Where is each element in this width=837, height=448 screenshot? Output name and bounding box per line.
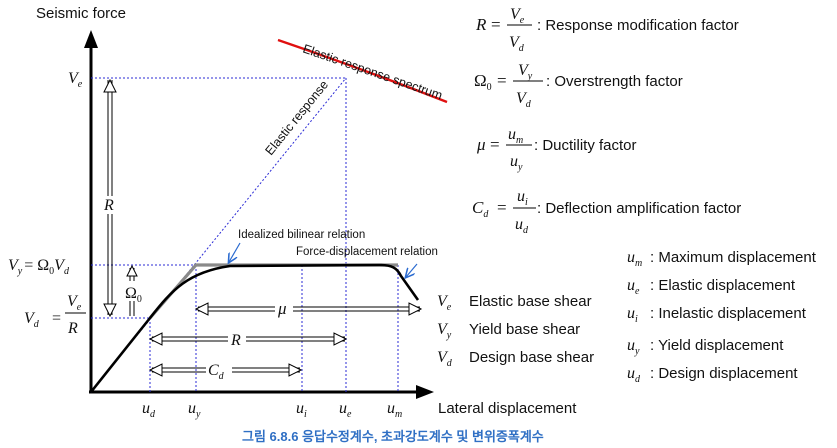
vy-equation: Vy= Ω0Vd <box>8 257 70 277</box>
legend-ue-text: : Elastic displacement <box>650 277 796 294</box>
svg-text:: Overstrength factor: : Overstrength factor <box>546 73 683 90</box>
legend-ve: Ve <box>437 293 452 313</box>
x-tick-uy: uy <box>188 400 201 420</box>
legend-um: um <box>627 249 642 269</box>
vd-equation: Vd = Ve R <box>24 293 86 337</box>
svg-text:Cd: Cd <box>472 198 489 220</box>
legend-ui: ui <box>627 305 638 325</box>
fd-pointer-arrow <box>406 263 418 277</box>
svg-text:Vd: Vd <box>24 310 40 330</box>
force-displacement-curve <box>89 263 420 393</box>
formula-overstrength: Ω0 = Vy Vd : Overstrength factor <box>474 62 683 110</box>
legend-ud: ud <box>627 365 641 385</box>
legend-ue: ue <box>627 277 640 297</box>
svg-text:: Response modification factor: : Response modification factor <box>537 17 739 34</box>
svg-text:Ve: Ve <box>67 293 82 313</box>
svg-text:Ω0: Ω0 <box>474 71 492 93</box>
svg-text:ui: ui <box>517 188 528 208</box>
vertical-r-label: R <box>103 197 114 214</box>
idealized-bilinear-label: Idealized bilinear relation <box>238 229 365 241</box>
svg-text:uy: uy <box>510 153 523 173</box>
legend-vd-text: Design base shear <box>469 349 594 366</box>
x-axis-arrowhead <box>416 385 434 399</box>
svg-text:=: = <box>52 310 61 327</box>
svg-text:=: = <box>497 198 507 217</box>
svg-text:R: R <box>475 15 487 34</box>
legend-uy-text: : Yield displacement <box>650 337 784 354</box>
x-tick-ud: ud <box>142 400 156 420</box>
svg-text:R: R <box>67 320 78 337</box>
svg-text:=: = <box>490 135 500 154</box>
y-axis-title: Seismic force <box>36 5 126 22</box>
svg-text:: Deflection amplification fac: : Deflection amplification factor <box>537 200 741 217</box>
force-displacement-label: Force-displacement relation <box>296 246 438 258</box>
mu-label: μ <box>277 299 287 318</box>
shear-legend: Ve Elastic base shear Vy Yield base shea… <box>437 293 594 369</box>
cd-label: Cd <box>208 362 225 382</box>
svg-text:Vy: Vy <box>518 62 533 82</box>
svg-text:=: = <box>497 71 507 90</box>
elastic-response-label: Elastic response <box>262 78 331 158</box>
legend-ui-text: : Inelastic displacement <box>650 305 807 322</box>
x-axis-title: Lateral displacement <box>438 400 577 417</box>
mu-arrow <box>194 302 423 316</box>
formula-ductility: μ = um uy : Ductility factor <box>476 126 637 173</box>
displacement-legend: um : Maximum displacement ue : Elastic d… <box>627 249 817 385</box>
legend-ve-text: Elastic base shear <box>469 293 592 310</box>
legend-ud-text: : Design displacement <box>650 365 798 382</box>
x-tick-ui: ui <box>296 400 307 420</box>
svg-text:um: um <box>508 126 523 146</box>
svg-text:Vd: Vd <box>509 34 525 54</box>
x-tick-ue: ue <box>339 400 352 420</box>
omega0-label: Ω0 <box>125 285 142 305</box>
idealized-bilinear-curve <box>148 263 398 320</box>
svg-text:ud: ud <box>515 216 529 236</box>
bilinear-pointer-arrow <box>229 242 241 262</box>
r-horizontal-arrow <box>148 332 348 346</box>
svg-text:μ: μ <box>476 135 486 154</box>
formula-deflection-amplification: Cd = ui ud : Deflection amplification fa… <box>472 188 741 236</box>
elastic-response-spectrum-curve <box>277 38 448 104</box>
ve-label: Ve <box>68 70 83 90</box>
legend-vy-text: Yield base shear <box>469 321 580 338</box>
guide-lines <box>90 77 399 393</box>
svg-text:=: = <box>491 15 501 34</box>
y-axis-arrowhead <box>84 30 98 48</box>
legend-vd: Vd <box>437 349 453 369</box>
figure-caption: 그림 6.8.6 응답수정계수, 초과강도계수 및 변위증폭계수 <box>242 429 544 444</box>
svg-text:Ve: Ve <box>510 6 525 26</box>
svg-text:: Ductility factor: : Ductility factor <box>534 137 637 154</box>
legend-uy: uy <box>627 337 640 357</box>
svg-text:Vd: Vd <box>516 90 532 110</box>
legend-um-text: : Maximum displacement <box>650 249 817 266</box>
legend-vy: Vy <box>437 321 452 341</box>
x-tick-um: um <box>387 400 402 420</box>
r-horizontal-label: R <box>230 332 241 349</box>
formula-response-modification: R = Ve Vd : Response modification factor <box>475 6 739 54</box>
